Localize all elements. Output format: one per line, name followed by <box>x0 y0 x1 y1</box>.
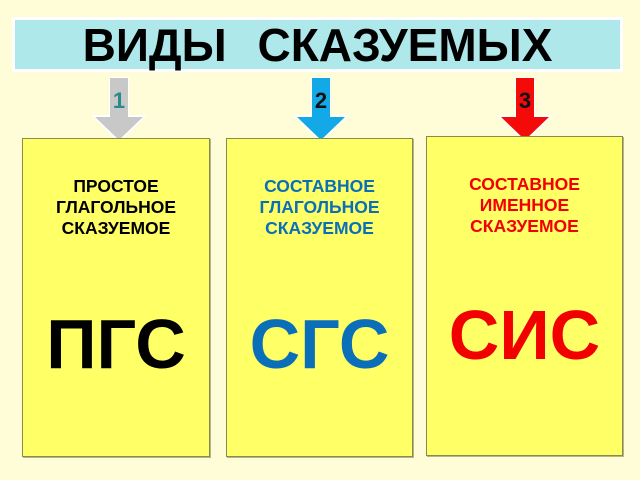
page-title: ВИДЫ СКАЗУЕМЫХ <box>15 20 620 69</box>
card-title-line: СОСТАВНОЕ <box>469 174 580 194</box>
predicate-type-card-simple-verbal: ПРОСТОЕ ГЛАГОЛЬНОЕ СКАЗУЕМОЕ ПГС <box>22 138 210 457</box>
card-title-line: СОСТАВНОЕ <box>264 176 375 196</box>
down-arrow-icon-3: 3 <box>495 77 555 145</box>
card-title: СОСТАВНОЕ ГЛАГОЛЬНОЕ СКАЗУЕМОЕ <box>227 176 412 239</box>
predicate-type-card-compound-nominal: СОСТАВНОЕ ИМЕННОЕ СКАЗУЕМОЕ СИС <box>426 136 623 456</box>
type-number-2: 2 <box>314 88 328 113</box>
card-title-line: ГЛАГОЛЬНОЕ <box>55 197 177 217</box>
card-title-line: СКАЗУЕМОЕ <box>470 216 579 236</box>
card-title: ПРОСТОЕ ГЛАГОЛЬНОЕ СКАЗУЕМОЕ <box>23 176 209 239</box>
card-title-line: ИМЕННОЕ <box>479 195 570 215</box>
card-title-line: СКАЗУЕМОЕ <box>265 218 374 238</box>
type-number-3: 3 <box>518 88 532 113</box>
card-title-line: ПРОСТОЕ <box>73 176 159 196</box>
card-abbreviation: СГС <box>249 305 390 383</box>
card-title: СОСТАВНОЕ ИМЕННОЕ СКАЗУЕМОЕ <box>427 174 622 237</box>
down-arrow-icon-2: 2 <box>291 77 351 145</box>
card-title-line: ГЛАГОЛЬНОЕ <box>259 197 380 217</box>
card-title-line: СКАЗУЕМОЕ <box>61 218 171 238</box>
type-number-1: 1 <box>112 88 126 113</box>
title-banner: ВИДЫ СКАЗУЕМЫХ <box>12 17 623 72</box>
predicate-type-card-compound-verbal: СОСТАВНОЕ ГЛАГОЛЬНОЕ СКАЗУЕМОЕ СГС <box>226 138 413 457</box>
down-arrow-icon-1: 1 <box>89 77 149 145</box>
card-abbreviation: ПГС <box>46 305 186 383</box>
card-abbreviation: СИС <box>448 296 601 374</box>
